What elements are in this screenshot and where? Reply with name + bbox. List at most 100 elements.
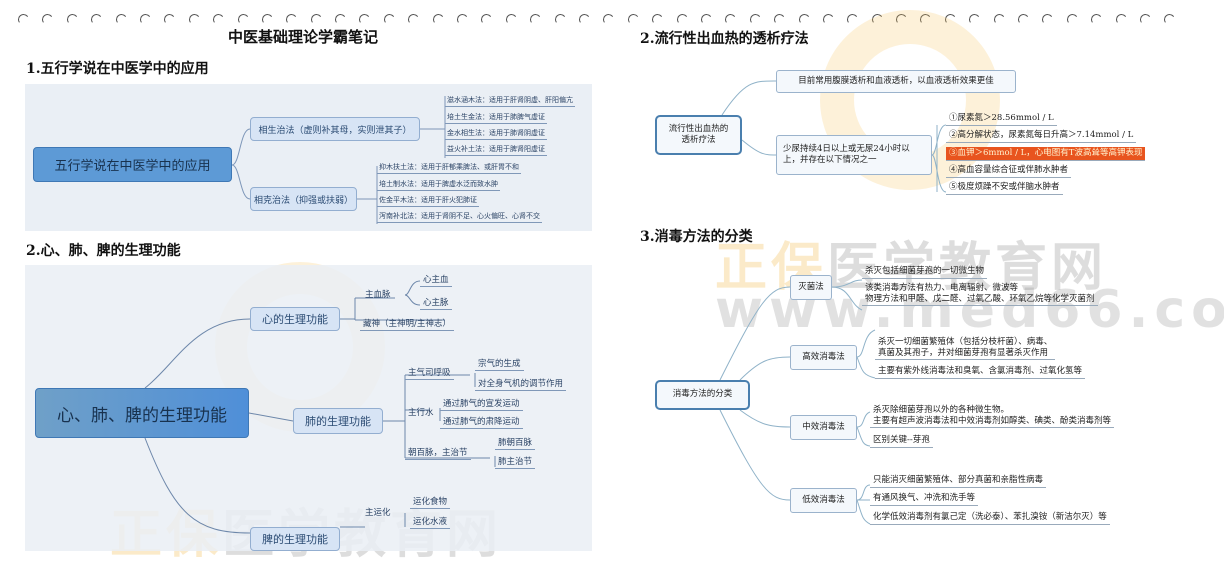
branch-node[interactable]: 低效消毒法 [790, 488, 857, 513]
leaf-node[interactable]: 金水相生法：适用于肺肾阴虚证 [445, 127, 547, 140]
leaf-node[interactable]: 培土生金法：适用于肺脾气虚证 [445, 111, 547, 124]
branch-node[interactable]: 少尿持续4日以上或无尿24小时以上，并存在以下情况之一 [776, 135, 932, 175]
sub-node[interactable]: 朝百脉，主治节 [405, 445, 471, 460]
condition-item[interactable]: ①尿素氮＞28.56mmol / L [946, 112, 1057, 126]
leaf-node[interactable]: 抑木扶土法：适用于肝郁乘脾法、或肝胃不和 [377, 161, 521, 174]
binder-ring-icon [163, 13, 177, 26]
binder-ring-icon [114, 13, 128, 26]
root-node[interactable]: 消毒方法的分类 [655, 380, 750, 410]
binder-ring-icon [480, 13, 494, 26]
binder-ring-icon [626, 13, 640, 26]
sub-node[interactable]: 主行水 [408, 408, 434, 418]
binder-ring-icon [212, 13, 225, 26]
leaf-node[interactable]: 通过肺气的宣发运动 [440, 396, 523, 411]
leaf-node[interactable]: 运化食物 [410, 494, 451, 509]
binder-ring-icon [1017, 13, 1030, 26]
binder-ring-icon [529, 13, 543, 26]
leaf-node[interactable]: 运化水液 [410, 514, 451, 529]
branch-node[interactable]: 中效消毒法 [790, 415, 857, 440]
leaf-node[interactable]: 化学低效消毒剂有氯己定（洗必泰）、苯扎溴铵（新洁尔灭）等 [870, 511, 1110, 525]
binder-ring-icon [651, 13, 665, 26]
binder-ring-icon [675, 13, 689, 26]
binder-ring-icon [724, 13, 738, 26]
branch-node[interactable]: 目前常用腹膜透析和血液透析，以血液透析效果更佳 [776, 70, 1016, 93]
sub-node[interactable]: 主气司呼吸 [405, 365, 454, 380]
binder-ring-icon [358, 13, 372, 26]
binder-ring-icon [65, 13, 79, 26]
binder-ring-icon [456, 13, 469, 26]
lung-node[interactable]: 肺的生理功能 [293, 408, 383, 434]
binder-ring-icon [309, 13, 323, 26]
spleen-node[interactable]: 脾的生理功能 [250, 527, 340, 551]
binder-ring-icon [700, 13, 713, 26]
binder-ring-icon [431, 13, 445, 26]
leaf-node[interactable]: 通过肺气的肃降运动 [440, 414, 523, 429]
binder-ring-icon [797, 13, 811, 26]
binder-ring-icon [846, 13, 860, 26]
binder-ring-icon [139, 13, 152, 26]
leaf-node[interactable]: 杀灭除细菌芽孢以外的各种微生物。 主要有超声波消毒法和中效消毒剂如醇类、碘类、酚… [870, 404, 1115, 429]
section-heading: 2.心、肺、脾的生理功能 [26, 243, 181, 259]
leaf-node[interactable]: 滋水涵木法：适用于肝肾阴虚、肝阳偏亢 [445, 94, 575, 107]
heart-node[interactable]: 心的生理功能 [250, 307, 340, 331]
leaf-node[interactable]: 佐金平木法：适用于肝火犯肺证 [377, 194, 479, 207]
binder-ring-icon [187, 13, 201, 26]
binder-ring-icon [236, 13, 250, 26]
leaf-node[interactable]: 有通风换气、冲洗和洗手等 [870, 492, 979, 506]
condition-item[interactable]: ②高分解状态，尿素氮每日升高＞7.14mmol / L [946, 129, 1137, 143]
sub-node[interactable]: 藏神（主神明/主神志） [360, 316, 454, 331]
binder-ring-icon [334, 13, 347, 26]
branch-node[interactable]: 高效消毒法 [790, 345, 857, 370]
leaf-node[interactable]: 泻南补北法：适用于肾阴不足、心火偏旺、心肾不交 [377, 210, 542, 223]
condition-item[interactable]: ④高血容量综合征或伴肺水肿者 [946, 164, 1072, 178]
binder-ring-icon [504, 13, 518, 26]
binder-rings [17, 13, 1177, 26]
binder-ring-icon [748, 13, 762, 26]
leaf-node[interactable]: 区别关键--芽孢 [870, 434, 933, 448]
branch-node[interactable]: 灭菌法 [790, 275, 832, 300]
binder-ring-icon [578, 13, 591, 26]
binder-ring-icon [382, 13, 396, 26]
leaf-node[interactable]: 主要有紫外线消毒法和臭氧、含氯消毒剂、过氧化氢等 [875, 365, 1086, 379]
binder-ring-icon [1065, 13, 1079, 26]
leaf-node[interactable]: 益火补土法：适用于脾肾阳虚证 [445, 143, 547, 156]
section-heading: 1.五行学说在中医学中的应用 [26, 61, 209, 77]
sub-node[interactable]: 主运化 [365, 508, 391, 518]
binder-ring-icon [285, 13, 299, 26]
leaf-node[interactable]: 杀灭一切细菌繁殖体（包括分枝杆菌）、病毒、 真菌及其孢子，并对细菌芽孢有显著杀灭… [875, 336, 1056, 361]
binder-ring-icon [90, 13, 104, 26]
highlighted-item[interactable]: ③血钾＞6mmol / L，心电图有T波高耸等高钾表现 [946, 147, 1146, 161]
binder-ring-icon [602, 13, 616, 26]
section-heading: 2.流行性出血热的透析疗法 [640, 31, 809, 47]
mindmap-wuxing: 五行学说在中医学中的应用 相生治法（虚则补其母，实则泄其子） 相克治法（抑强或扶… [25, 84, 592, 231]
mindmap-organs: 心、肺、脾的生理功能 心的生理功能 主血脉 心主血 心主脉 藏神（主神明/主神志… [25, 265, 592, 551]
condition-item[interactable]: ⑤极度烦躁不安或伴脑水肿者 [946, 181, 1063, 195]
root-node[interactable]: 五行学说在中医学中的应用 [33, 147, 232, 182]
binder-ring-icon [773, 13, 786, 26]
binder-ring-icon [992, 13, 1006, 26]
root-node[interactable]: 心、肺、脾的生理功能 [35, 388, 249, 438]
sub-node[interactable]: 主血脉 [365, 290, 391, 300]
root-node[interactable]: 流行性出血热的透析疗法 [655, 115, 742, 155]
binder-ring-icon [553, 13, 567, 26]
leaf-node[interactable]: 培土制水法：适用于脾虚水泛而致水肿 [377, 178, 500, 191]
binder-ring-icon [17, 13, 30, 26]
binder-ring-icon [261, 13, 274, 26]
leaf-node[interactable]: 只能消灭细菌繁殖体、部分真菌和亲脂性病毒 [870, 474, 1047, 488]
leaf-node[interactable]: 心主脉 [420, 295, 452, 310]
branch-node[interactable]: 相生治法（虚则补其母，实则泄其子） [250, 117, 420, 141]
leaf-node[interactable]: 肺朝百脉 [495, 435, 536, 450]
leaf-node[interactable]: 杀灭包括细菌芽孢的一切微生物 [862, 265, 988, 279]
leaf-node[interactable]: 宗气的生成 [475, 356, 524, 371]
leaf-node[interactable]: 该类消毒方法有热力、电离辐射、微波等 物理方法和甲醛、戊二醛、过氧乙酸、环氧乙烷… [862, 282, 1098, 307]
binder-ring-icon [1041, 13, 1055, 26]
binder-ring-icon [1163, 13, 1177, 26]
binder-ring-icon [1139, 13, 1152, 26]
branch-node[interactable]: 相克治法（抑强或扶弱） [250, 187, 357, 211]
leaf-node[interactable]: 心主血 [420, 272, 452, 287]
section-heading: 3.消毒方法的分类 [640, 229, 753, 245]
leaf-node[interactable]: 对全身气机的调节作用 [475, 376, 567, 391]
binder-ring-icon [968, 13, 982, 26]
leaf-node[interactable]: 肺主治节 [495, 454, 536, 469]
binder-ring-icon [1114, 13, 1128, 26]
